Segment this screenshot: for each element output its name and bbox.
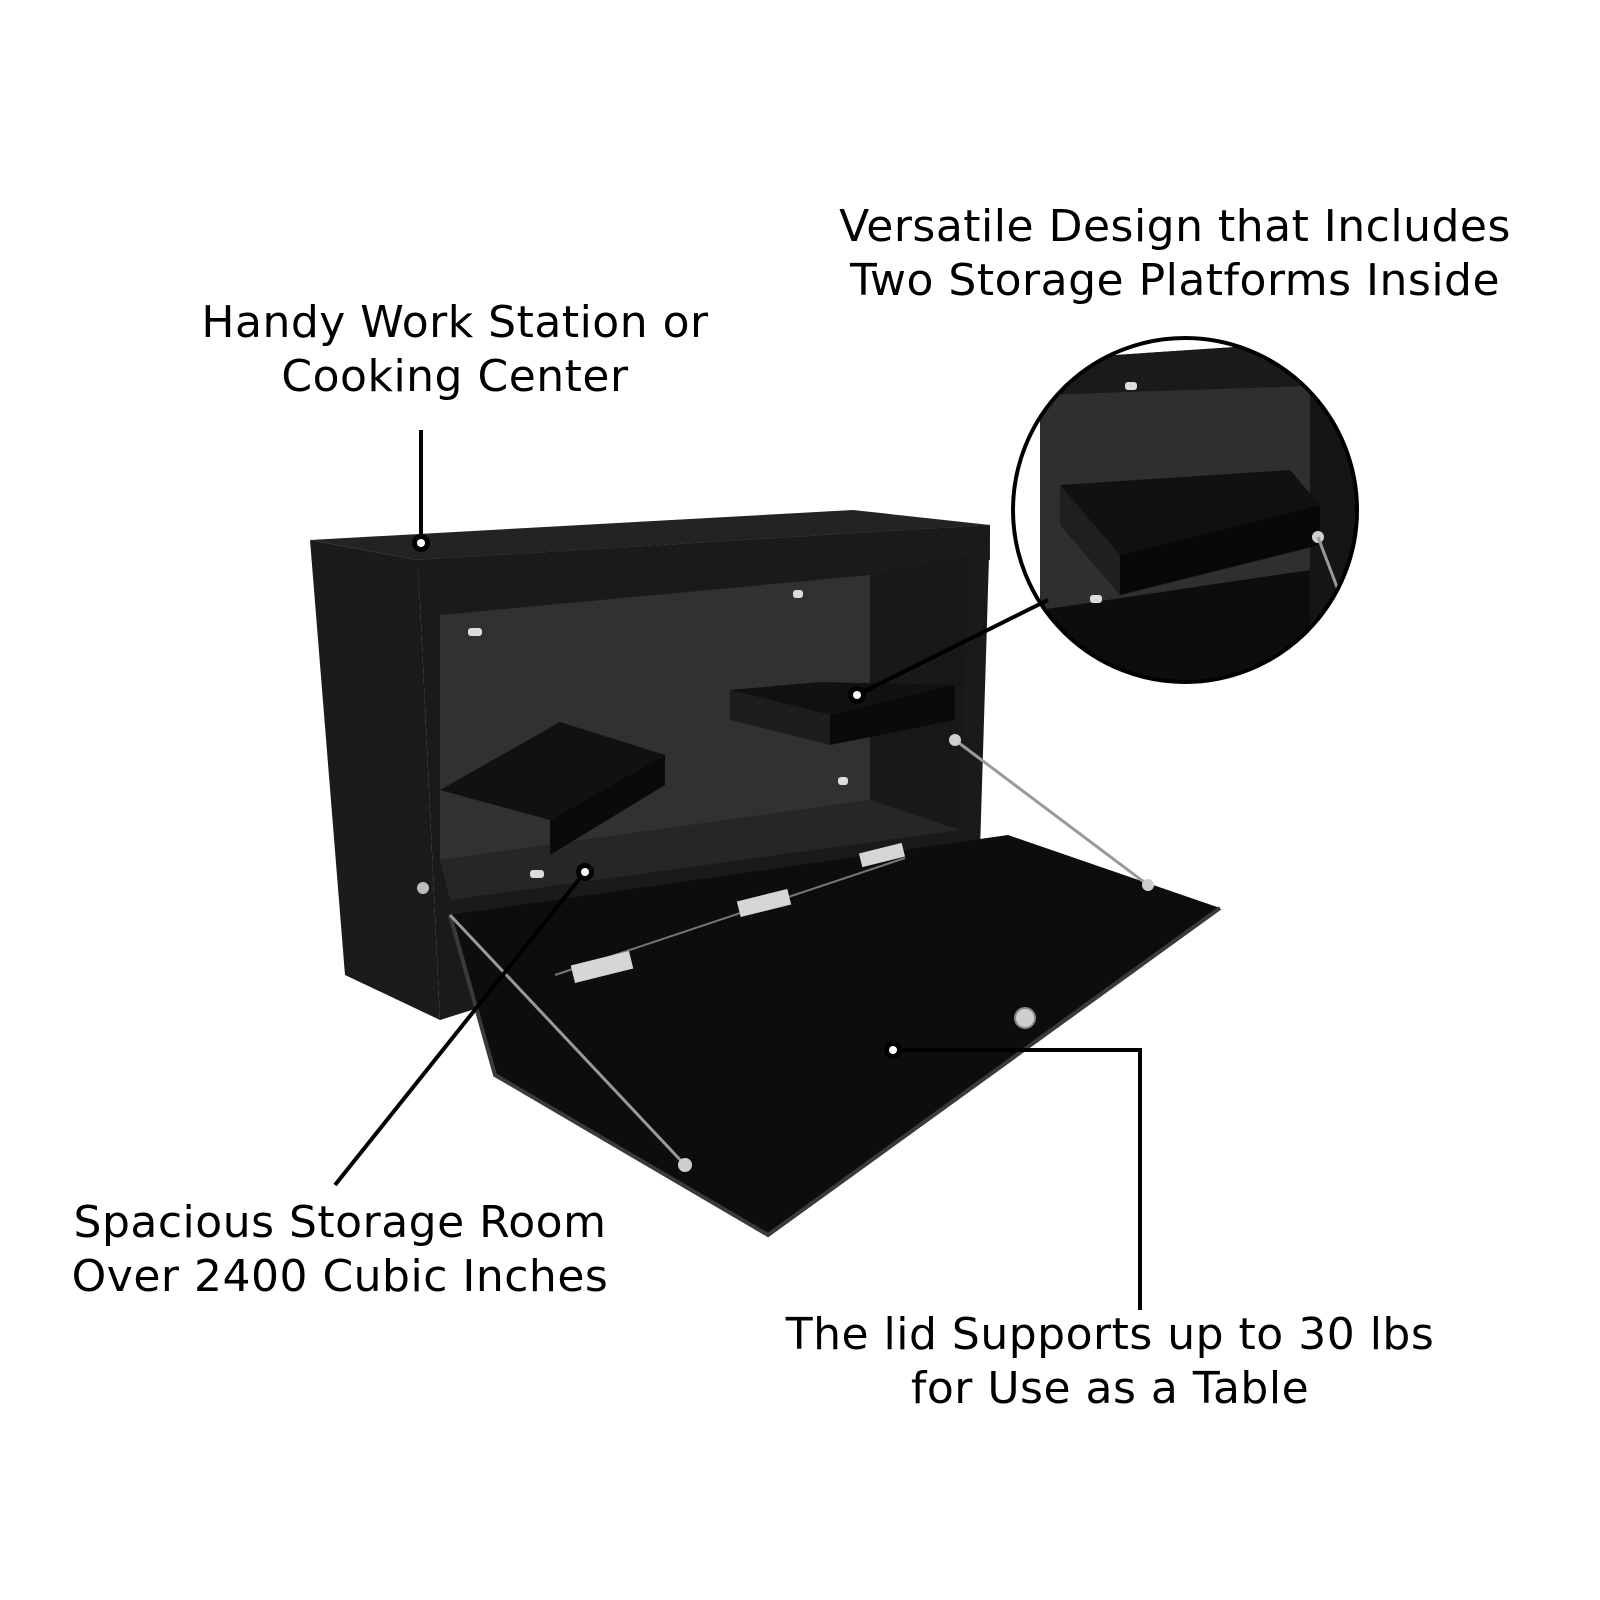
callout-lid-line1: The lid Supports up to 30 lbs [785, 1309, 1435, 1360]
callout-leader-workstation [412, 430, 430, 552]
lid-lock [1014, 1007, 1036, 1029]
mount-slot [468, 628, 482, 636]
mount-screw [417, 882, 429, 894]
box-interior-lower [440, 800, 960, 900]
callout-platforms: Versatile Design that Includes Two Stora… [820, 200, 1530, 308]
support-cable-right [954, 738, 1149, 887]
hinge [736, 888, 792, 918]
callout-leader-platforms [848, 598, 1049, 704]
cable-anchor [949, 734, 961, 746]
shelf-right-side [730, 690, 830, 745]
shelf-left-front [550, 755, 665, 855]
lid-panel [450, 835, 1220, 1235]
cable-anchor [678, 1158, 692, 1172]
zoom-inset-border [1011, 336, 1359, 684]
cable-anchor [1142, 879, 1154, 891]
callout-lid: The lid Supports up to 30 lbs for Use as… [770, 1308, 1450, 1416]
hinge [858, 842, 906, 868]
callout-workstation: Handy Work Station or Cooking Center [195, 296, 715, 404]
shelf-right-top [730, 682, 955, 715]
callout-workstation-line2: Cooking Center [281, 351, 629, 402]
box-left-side [310, 540, 440, 1020]
mount-slot [838, 777, 848, 785]
callout-storage-line1: Spacious Storage Room [73, 1197, 607, 1248]
lid-edge [448, 906, 1222, 1238]
shelf-right-front [830, 685, 955, 745]
callout-workstation-line1: Handy Work Station or [201, 297, 709, 348]
shelf-left-top [440, 722, 665, 820]
support-cable-left [448, 913, 687, 1167]
callout-platforms-line2: Two Storage Platforms Inside [849, 255, 1501, 306]
callout-lid-line2: for Use as a Table [910, 1363, 1310, 1414]
callout-leader-storage [333, 863, 594, 1187]
callout-storage: Spacious Storage Room Over 2400 Cubic In… [50, 1196, 630, 1304]
zoom-inset [1013, 338, 1357, 682]
callout-storage-line2: Over 2400 Cubic Inches [71, 1251, 609, 1302]
callout-platforms-line1: Versatile Design that Includes [839, 201, 1511, 252]
box-top [310, 510, 990, 560]
hinge [570, 951, 634, 983]
mount-slot [793, 590, 803, 598]
callout-leader-lid [884, 1041, 1142, 1310]
mount-slot [530, 870, 544, 878]
